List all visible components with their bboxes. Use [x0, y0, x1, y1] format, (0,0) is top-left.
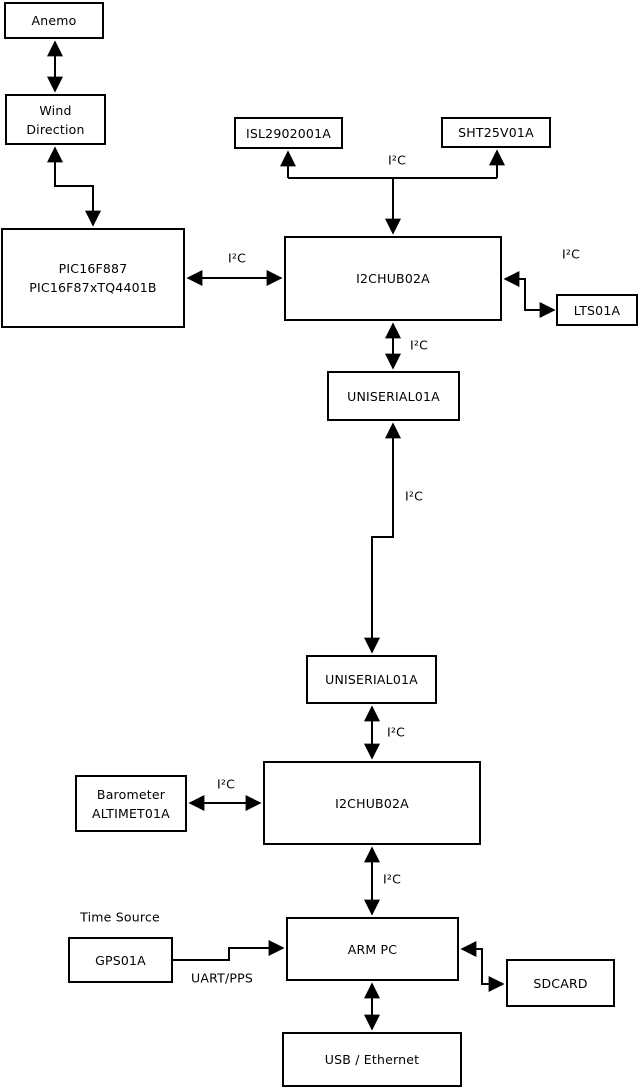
node-arm-pc-label: ARM PC: [347, 941, 398, 957]
node-lts01a: LTS01A: [556, 294, 638, 326]
node-i2chub02a-top: I2CHUB02A: [284, 236, 502, 321]
node-usb-ethernet-label: USB / Ethernet: [324, 1052, 420, 1067]
i2c-label-uniserial-link: I²C: [404, 488, 424, 504]
node-pic16f887-label-line2: PIC16F87xTQ4401B: [29, 280, 157, 295]
node-wind-direction-label-line2: Direction: [26, 121, 85, 137]
i2c-label-sensor-bus: I²C: [387, 152, 407, 168]
node-lts01a-label: LTS01A: [573, 302, 621, 318]
node-i2chub02a-bottom-label: I2CHUB02A: [335, 795, 409, 811]
node-wind-direction-label-line1: Wind: [39, 102, 72, 118]
node-sdcard-label: SDCARD: [533, 975, 588, 991]
i2c-label-hub-uniserial: I²C: [409, 337, 429, 353]
connector-uniserial-top-uniserial-bottom: [364, 422, 401, 654]
node-sht25v01a: SHT25V01A: [441, 117, 551, 148]
node-uniserial01a-top-label: UNISERIAL01A: [347, 388, 440, 404]
node-barometer-label-line1: Barometer: [96, 786, 166, 802]
node-gps01a-label: GPS01A: [95, 952, 146, 968]
node-anemo-label: Anemo: [31, 13, 77, 28]
node-gps01a: GPS01A: [68, 937, 173, 983]
node-barometer: Barometer ALTIMET01A: [75, 775, 187, 832]
node-pic16f887-label-line1: PIC16F887: [58, 261, 128, 276]
node-isl2902001a-label: ISL2902001A: [245, 125, 331, 141]
node-pic16f887: PIC16F887 PIC16F87xTQ4401B: [1, 228, 185, 328]
node-uniserial01a-top: UNISERIAL01A: [327, 371, 460, 421]
i2c-label-barometer: I²C: [216, 776, 236, 792]
connector-winddirection-pic: [47, 146, 101, 227]
node-i2chub02a-top-label: I2CHUB02A: [356, 271, 430, 286]
uart-pps-label: UART/PPS: [191, 970, 253, 986]
node-uniserial01a-bottom-label: UNISERIAL01A: [325, 672, 418, 687]
i2c-label-hub2-armpc: I²C: [382, 871, 402, 887]
node-wind-direction: Wind Direction: [5, 94, 106, 145]
i2c-label-uniserial-hub2: I²C: [386, 724, 406, 740]
node-i2chub02a-bottom: I2CHUB02A: [263, 761, 481, 845]
i2c-label-pic-hub: I²C: [227, 250, 247, 266]
node-barometer-label-line2: ALTIMET01A: [92, 805, 170, 821]
node-isl2902001a: ISL2902001A: [234, 117, 343, 149]
node-usb-ethernet: USB / Ethernet: [282, 1032, 462, 1087]
connector-gps-armpc: [173, 940, 285, 961]
time-source-label: Time Source: [80, 909, 160, 925]
node-arm-pc: ARM PC: [286, 917, 459, 981]
connector-i2chub-top-lts: [503, 271, 556, 318]
node-sdcard: SDCARD: [506, 959, 615, 1007]
node-sht25v01a-label: SHT25V01A: [458, 125, 534, 140]
i2c-label-lts: I²C: [561, 246, 581, 262]
node-anemo: Anemo: [4, 2, 104, 39]
node-uniserial01a-bottom: UNISERIAL01A: [306, 655, 437, 704]
connector-armpc-sdcard: [460, 941, 505, 992]
